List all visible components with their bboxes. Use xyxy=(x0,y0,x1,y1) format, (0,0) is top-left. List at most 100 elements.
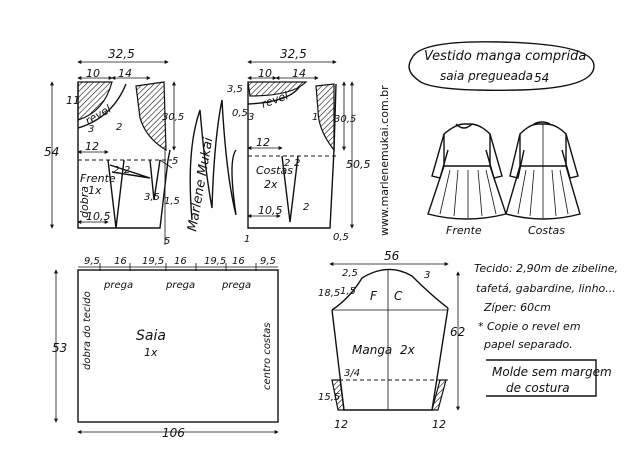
svg-text:2: 2 xyxy=(116,122,122,133)
svg-text:16: 16 xyxy=(232,256,245,267)
skirt-count: 1x xyxy=(144,346,158,359)
sleeve-three-quarter: 3/4 xyxy=(344,368,360,379)
front-width-label: 32,5 xyxy=(108,47,135,61)
title-line2: saia pregueada xyxy=(440,69,533,83)
skirt-pleat-3: prega xyxy=(221,280,251,291)
svg-text:12: 12 xyxy=(334,418,348,431)
skirt-center-back: centro costas xyxy=(262,323,273,390)
svg-text:0,5: 0,5 xyxy=(232,108,248,119)
skirt-height: 53 xyxy=(52,341,67,355)
svg-text:9,5: 9,5 xyxy=(84,256,100,267)
front-bodice: 32,5 10 14 revel 3 2 2 2 5 3,5 1,5 5 11 … xyxy=(44,47,184,247)
front-count: 1x xyxy=(88,184,102,197)
front-neck-depth: 11 xyxy=(66,94,80,107)
dress-back-figure: Costas xyxy=(505,121,581,237)
svg-text:12: 12 xyxy=(256,136,270,149)
skirt-width: 106 xyxy=(162,426,185,440)
svg-text:18,5: 18,5 xyxy=(318,288,340,299)
front-total-height: 54 xyxy=(44,145,59,159)
front-shoulder-width: 14 xyxy=(118,67,132,80)
skirt-label: Saia xyxy=(136,328,166,344)
back-total-height: 50,5 xyxy=(346,158,371,171)
back-count: 2x xyxy=(264,178,278,191)
materials-line1: Tecido: 2,90m de zibeline, xyxy=(474,262,618,275)
back-label: Costas xyxy=(256,164,293,177)
back-waist-dart xyxy=(281,155,299,223)
svg-text:2,5: 2,5 xyxy=(342,268,358,279)
svg-text:2: 2 xyxy=(303,202,309,213)
svg-text:2: 2 xyxy=(124,165,130,176)
svg-text:1,5: 1,5 xyxy=(164,196,180,207)
sleeve-piece: 56 2,5 3 1,5 18,5 F C Manga 2x 3/4 15,5 … xyxy=(318,249,465,431)
svg-text:3,5: 3,5 xyxy=(227,84,243,95)
back-width-label: 32,5 xyxy=(280,47,307,61)
svg-text:2: 2 xyxy=(294,158,300,169)
back-armhole-facing xyxy=(315,83,335,152)
front-side-height: 30,5 xyxy=(162,112,184,123)
sleeve-back-mark: C xyxy=(394,289,403,303)
svg-text:15,5: 15,5 xyxy=(318,392,340,403)
svg-text:2: 2 xyxy=(113,165,119,176)
back-neck-facing xyxy=(247,81,308,97)
back-bodice: 32,5 10 14 revel 3,5 0,5 3 1 2 2 2 1 0,5… xyxy=(227,47,371,245)
front-outline xyxy=(77,82,171,229)
sleeve-height: 62 xyxy=(450,325,465,339)
skirt-pleat-2: prega xyxy=(165,280,195,291)
svg-text:1: 1 xyxy=(312,112,318,123)
svg-text:10: 10 xyxy=(258,67,272,80)
svg-text:9,5: 9,5 xyxy=(260,256,276,267)
svg-text:0,5: 0,5 xyxy=(333,232,349,243)
front-label: Frente xyxy=(80,172,116,185)
front-neck-facing xyxy=(77,81,113,121)
note-line2: de costura xyxy=(506,381,570,395)
front-neck-width: 10 xyxy=(86,67,100,80)
svg-text:1: 1 xyxy=(244,234,250,245)
sleeve-cap xyxy=(331,268,449,311)
note-line1: Molde sem margem xyxy=(492,365,612,379)
note-box xyxy=(486,359,597,397)
svg-text:19,5: 19,5 xyxy=(142,256,164,267)
skirt-pleat-1: prega xyxy=(103,280,133,291)
signature: Marlene Mukai xyxy=(185,99,237,233)
figure-front-label: Frente xyxy=(446,224,482,237)
sleeve-width: 56 xyxy=(384,249,400,263)
sleeve-label: Manga xyxy=(352,343,392,357)
front-waist-dart xyxy=(107,159,125,229)
title-line1: Vestido manga comprida xyxy=(424,49,586,64)
materials-line5: papel separado. xyxy=(483,338,573,351)
sleeve-front-mark: F xyxy=(370,289,378,303)
title-bubble: Vestido manga comprida saia pregueada 54 xyxy=(408,41,595,91)
skirt-pleat-ticks xyxy=(99,263,257,271)
svg-text:3: 3 xyxy=(424,270,430,281)
front-fold: dobra xyxy=(78,186,91,218)
svg-text:16: 16 xyxy=(174,256,187,267)
svg-text:5: 5 xyxy=(172,156,178,167)
website-watermark: www.marlenemukai.com.br xyxy=(378,85,391,236)
skirt-piece: 9,5 16 19,5 16 19,5 16 9,5 prega prega p… xyxy=(52,256,279,440)
svg-text:10,5: 10,5 xyxy=(258,204,283,217)
figure-back-label: Costas xyxy=(528,224,565,237)
svg-text:30,5: 30,5 xyxy=(334,114,356,125)
skirt-fold: dobra do tecido xyxy=(82,291,93,370)
materials-line3: Zíper: 60cm xyxy=(483,301,551,314)
front-hem-width: 10,5 xyxy=(86,210,111,223)
svg-text:19,5: 19,5 xyxy=(204,256,226,267)
svg-text:1,5: 1,5 xyxy=(340,286,356,297)
dress-front-figure: Frente xyxy=(427,123,507,237)
sleeve-outline xyxy=(331,307,449,411)
signature-drawing xyxy=(189,99,237,221)
svg-text:12: 12 xyxy=(432,418,446,431)
front-side-dart xyxy=(109,164,151,179)
svg-text:3,5: 3,5 xyxy=(144,192,160,203)
front-armhole-facing xyxy=(135,81,167,152)
materials-line2: tafetá, gabardine, linho... xyxy=(476,282,616,295)
materials-line4: * Copie o revel em xyxy=(478,320,581,333)
svg-text:14: 14 xyxy=(292,67,306,80)
materials-notes: Tecido: 2,90m de zibeline, tafetá, gabar… xyxy=(474,262,618,397)
back-outline xyxy=(247,82,337,229)
front-waist-width: 12 xyxy=(85,140,99,153)
title-size: 54 xyxy=(534,71,549,85)
svg-text:3: 3 xyxy=(248,112,254,123)
